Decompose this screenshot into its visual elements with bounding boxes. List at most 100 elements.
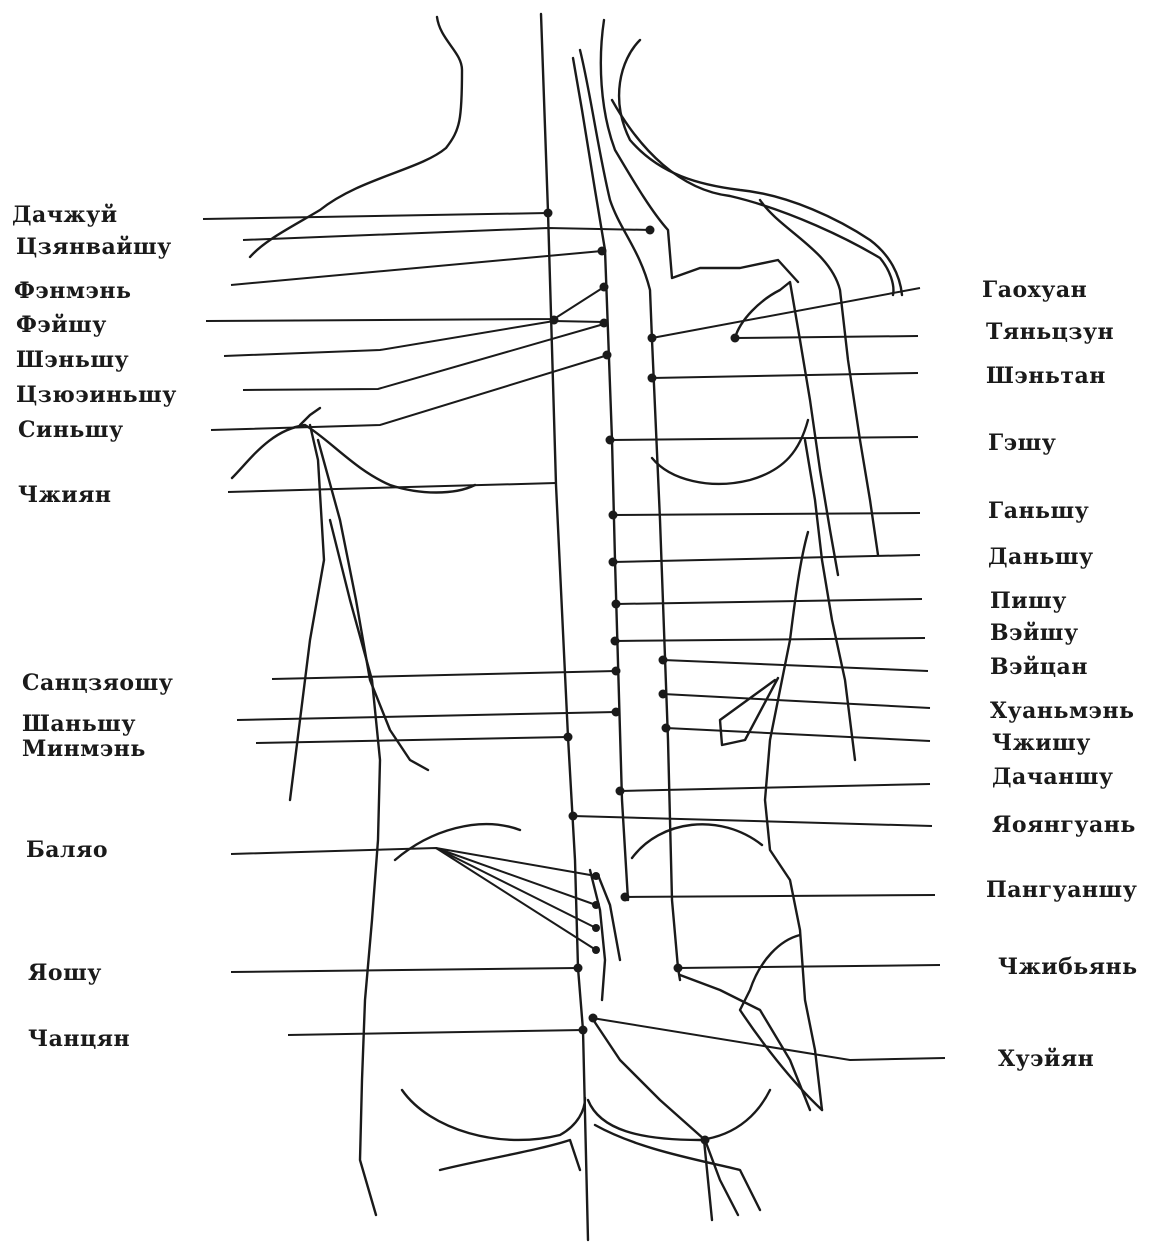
point-gluteal [701, 1136, 710, 1145]
leader-yaoshu [231, 968, 578, 972]
label-fenmen: Фэнмэнь [14, 278, 131, 304]
leader-chzhishu [666, 728, 930, 741]
point-veyshu [611, 637, 620, 646]
label-chanczyan: Чанцян [28, 1026, 130, 1052]
leader-czyueinshu [243, 324, 604, 390]
label-sinshu: Синьшу [18, 417, 124, 443]
point-chzhishu [662, 724, 671, 733]
neck-right-strand-4 [619, 40, 902, 295]
leader-shanshu [237, 712, 616, 720]
point-pishu [612, 600, 621, 609]
leader-shenshu [224, 321, 604, 356]
point-sinshu [603, 351, 612, 360]
label-pishu: Пишу [990, 588, 1067, 614]
left-scapula [232, 425, 475, 493]
left-waist [330, 520, 380, 1215]
label-huanmen: Хуаньмэнь [990, 698, 1134, 724]
point-minmen [564, 733, 573, 742]
gluteal-fold [704, 1140, 712, 1220]
leader-veyshu [615, 638, 925, 641]
label-yaoshu: Яошу [28, 960, 102, 986]
point-tyanczun [731, 334, 740, 343]
point-hueyyan [589, 1014, 598, 1023]
label-veyshu: Вэйшу [990, 620, 1079, 646]
label-czyanvayshu: Цзянвайшу [16, 234, 172, 260]
point-chzhibyan [674, 964, 683, 973]
label-danshu: Даньшу [988, 544, 1094, 570]
right-leg [595, 1125, 760, 1210]
right-scapula [735, 282, 838, 575]
point-balyao-2 [592, 901, 600, 909]
point-shentan [648, 374, 657, 383]
point-huanmen [659, 690, 668, 699]
point-yaoshu [574, 964, 583, 973]
label-feyshu: Фэйшу [16, 312, 107, 338]
point-danshu [609, 558, 618, 567]
label-geshu: Гэшу [988, 430, 1056, 456]
label-ganshu: Ганьшу [988, 498, 1089, 524]
coccyx-line [592, 1018, 738, 1215]
label-chzhiyan: Чжиян [18, 482, 111, 508]
label-yaoyanguan: Яоянгуань [992, 812, 1136, 838]
leader-dachanshu [620, 784, 930, 791]
label-tyanczun: Тяньцзун [986, 319, 1114, 345]
point-ganshu [609, 511, 618, 520]
right-arm-inner [760, 200, 878, 555]
neck-left-contour [250, 17, 462, 257]
label-veycan: Вэйцан [990, 654, 1088, 680]
left-leg [440, 1140, 580, 1170]
left-labels: Дачжуй Цзянвайшу Фэнмэнь Фэйшу Шэньшу Цз… [12, 202, 177, 1052]
leader-chzhiyan [228, 483, 556, 492]
point-dachzhuy [544, 209, 553, 218]
label-czyueinshu: Цзюэиньшу [16, 382, 177, 408]
leader-sinshu [211, 355, 608, 430]
leader-tyanczun [735, 336, 918, 338]
leader-balyao-4 [436, 848, 596, 950]
acupoints [544, 209, 740, 1145]
label-minmen: Минмэнь [22, 736, 146, 762]
left-torso-side [290, 425, 324, 800]
leader-lines-right [573, 288, 945, 1060]
leader-gaohuan [652, 288, 920, 338]
leader-feyshu [206, 287, 604, 321]
leader-balyao-3 [436, 848, 596, 928]
spine-line [541, 14, 588, 1240]
leader-danshu [613, 555, 920, 562]
point-panguanshu [621, 893, 630, 902]
leader-czyanvayshu [243, 228, 652, 240]
leader-chzhibyan [678, 965, 940, 968]
neck-right-strand-1 [573, 58, 628, 900]
point-yaoyanguan [569, 812, 578, 821]
label-sanczyaoshu: Санцзяошу [22, 670, 173, 696]
label-chzhibyan: Чжибьянь [998, 954, 1138, 980]
right-iliac-crest [632, 824, 762, 858]
point-shenshu-spine [550, 316, 559, 325]
leader-lines-left [203, 213, 652, 1035]
point-shenshu [600, 319, 609, 328]
label-hueyyan: Хуэйян [998, 1046, 1094, 1072]
point-balyao-1 [592, 872, 600, 880]
point-czyanvayshu [646, 226, 655, 235]
point-balyao-3 [592, 924, 600, 932]
point-geshu [606, 436, 615, 445]
label-shentan: Шэньтан [986, 363, 1106, 389]
leader-minmen [256, 737, 568, 743]
leader-balyao-2 [436, 848, 596, 905]
label-shanshu: Шаньшу [22, 711, 136, 737]
point-chanczyan [579, 1026, 588, 1035]
label-chzhishu: Чжишу [992, 730, 1091, 756]
label-shenshu: Шэньшу [16, 347, 129, 373]
right-buttock [588, 1090, 770, 1140]
point-fenmen [598, 247, 607, 256]
label-gaohuan: Гаохуан [982, 277, 1087, 303]
point-feyshu [600, 283, 609, 292]
leader-fenmen [231, 251, 602, 285]
left-arm-line [300, 408, 320, 425]
point-balyao-4 [592, 946, 600, 954]
label-dachanshu: Дачаншу [992, 764, 1114, 790]
label-balyao: Баляо [26, 837, 108, 863]
point-dachanshu [616, 787, 625, 796]
leader-dachzhuy [203, 213, 548, 219]
left-buttock [402, 1090, 585, 1140]
